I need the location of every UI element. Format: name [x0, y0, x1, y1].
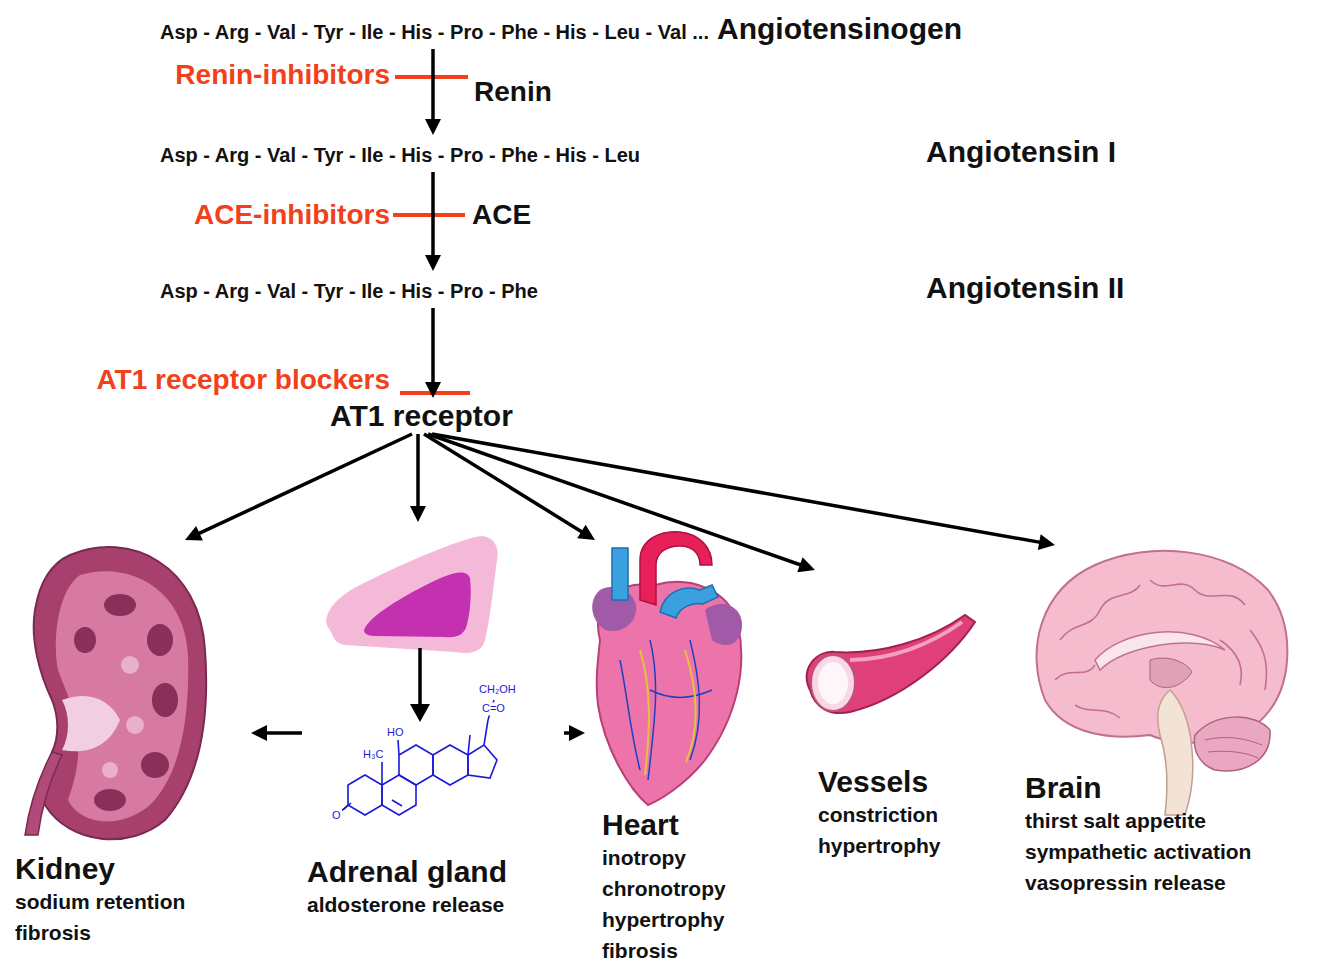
atom-label: CH₂OH	[478, 683, 517, 696]
arrow-line	[432, 434, 1043, 543]
vessel-node: Vesselsconstriction hypertrophy	[795, 570, 985, 861]
kidney-node: Kidneysodium retention fibrosis	[10, 540, 251, 948]
inhibitor-label: Renin-inhibitors	[175, 58, 390, 92]
vessel-illustration	[807, 615, 975, 713]
arrow-line	[431, 172, 435, 259]
pathway-arrow	[425, 172, 441, 271]
organ-name: Kidney	[15, 852, 247, 886]
arrowhead	[185, 526, 203, 540]
arrowhead	[1038, 534, 1055, 550]
heart-illustration	[592, 532, 742, 805]
atom-label: C=O	[481, 702, 506, 715]
atom-label: O	[331, 809, 342, 822]
amino-acid-sequence: Asp - Arg - Val - Tyr - Ile - His - Pro …	[160, 274, 918, 308]
arrowhead	[569, 725, 585, 741]
heart-node: Heartinotropy chronotropy hypertrophy fi…	[585, 540, 780, 966]
pathway-arrow	[424, 434, 595, 540]
peptide-stage: Asp - Arg - Val - Tyr - Ile - His - Pro …	[160, 271, 1124, 308]
arrow-line	[431, 49, 435, 123]
arrow-line	[416, 434, 420, 510]
enzyme-label: ACE	[472, 198, 531, 232]
pathway-arrow	[425, 49, 441, 135]
organ-effects: aldosterone release	[307, 889, 560, 920]
pathway-arrow	[564, 725, 585, 741]
peptide-name: Angiotensin II	[926, 271, 1124, 305]
peptide-name: Angiotensin I	[926, 135, 1116, 169]
pathway-arrow	[410, 434, 426, 522]
pathway-arrow	[432, 434, 1055, 550]
inhibitor-label: ACE-inhibitors	[194, 198, 390, 232]
peptide-stage: Asp - Arg - Val - Tyr - Ile - His - Pro …	[160, 12, 962, 49]
arrowhead	[410, 506, 426, 522]
pathway-arrow	[251, 725, 302, 741]
organ-name: Brain	[1025, 771, 1319, 805]
aldosterone-molecule	[340, 700, 497, 815]
peptide-stage: Asp - Arg - Val - Tyr - Ile - His - Pro …	[160, 135, 1116, 172]
arrowhead	[797, 557, 815, 572]
arrowhead	[425, 382, 441, 398]
organ-effects: constriction hypertrophy	[818, 799, 941, 861]
amino-acid-sequence: Asp - Arg - Val - Tyr - Ile - His - Pro …	[160, 15, 709, 49]
arrowhead	[251, 725, 267, 741]
pathway-arrow	[425, 308, 441, 398]
arrow-line	[428, 434, 804, 566]
arrow-line	[424, 434, 585, 534]
organ-name: Adrenal gland	[307, 855, 560, 889]
arrow-line	[196, 434, 412, 535]
arrowhead	[425, 255, 441, 271]
inhibitor-label: AT1 receptor blockers	[96, 363, 390, 397]
brain-node: Brainthirst salt appetite sympathetic ac…	[1018, 545, 1323, 898]
adrenal-illustration	[326, 536, 497, 722]
atom-label: H₃C	[362, 748, 384, 761]
arrowhead	[425, 119, 441, 135]
amino-acid-sequence: Asp - Arg - Val - Tyr - Ile - His - Pro …	[160, 138, 918, 172]
organ-name: Heart	[602, 808, 776, 842]
pathway-arrow	[428, 434, 815, 572]
inhibitor-bar	[393, 213, 465, 217]
arrow-line	[263, 731, 302, 735]
arrowhead	[577, 525, 595, 540]
adrenal-node: Adrenal glandaldosterone release	[302, 522, 564, 920]
receptor-label: AT1 receptor	[326, 398, 517, 434]
organ-effects: sodium retention fibrosis	[15, 886, 245, 948]
kidney-illustration	[25, 547, 206, 839]
pathway-arrow	[185, 434, 412, 540]
peptide-name: Angiotensinogen	[717, 12, 962, 46]
organ-effects: inotropy chronotropy hypertrophy fibrosi…	[602, 842, 726, 966]
receptor-node: AT1 receptor	[326, 398, 517, 434]
arrow-line	[431, 308, 435, 386]
enzyme-label: Renin	[474, 75, 552, 109]
organ-effects: thirst salt appetite sympathetic activat…	[1025, 805, 1317, 898]
organ-name: Vessels	[818, 765, 981, 799]
atom-label: HO	[386, 726, 405, 739]
